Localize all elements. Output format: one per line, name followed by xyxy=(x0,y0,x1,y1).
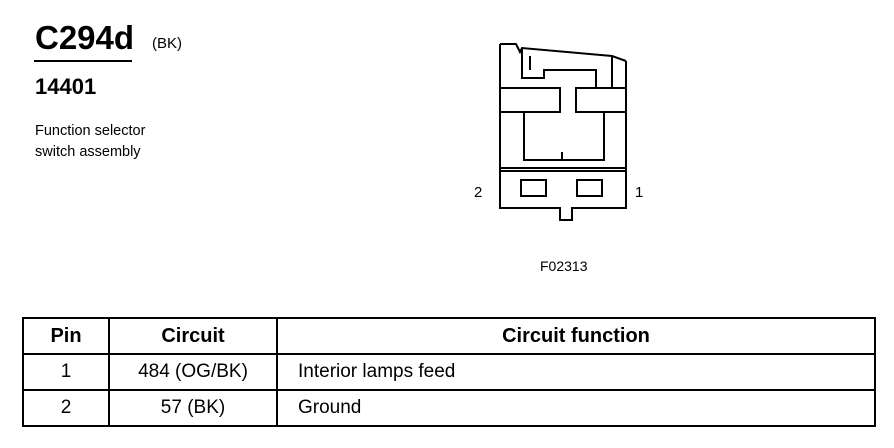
cell-circuit: 484 (OG/BK) xyxy=(108,353,278,391)
header-pin: Pin xyxy=(22,317,110,355)
cell-pin: 2 xyxy=(22,389,110,427)
upper-divider xyxy=(500,87,561,113)
title-underline xyxy=(34,60,132,62)
cell-circuit: 57 (BK) xyxy=(108,389,278,427)
table-row: 2 57 (BK) Ground xyxy=(22,389,876,427)
figure-id: F02313 xyxy=(540,258,588,274)
pin-label-2: 2 xyxy=(474,184,483,201)
locking-tab xyxy=(500,43,627,62)
header-circuit: Circuit xyxy=(108,317,278,355)
part-number: 14401 xyxy=(35,74,97,99)
terminal-cavity-1 xyxy=(576,179,603,197)
color-code-label: (BK) xyxy=(152,35,182,52)
cell-pin: 1 xyxy=(22,353,110,391)
connector-body-outline xyxy=(499,44,627,221)
upper-divider-right xyxy=(575,87,626,113)
connector-face-diagram xyxy=(499,43,627,221)
description-line-1: Function selector xyxy=(35,123,146,139)
cell-circuit-function: Interior lamps feed xyxy=(276,353,876,391)
table-row: 1 484 (OG/BK) Interior lamps feed xyxy=(22,353,876,391)
inner-cavity xyxy=(523,112,605,161)
terminal-cavity-2 xyxy=(520,179,547,197)
cell-circuit-function: Ground xyxy=(276,389,876,427)
table-header-row: Pin Circuit Circuit function xyxy=(22,317,876,355)
component-description: Function selector switch assembly xyxy=(35,121,195,163)
connector-id-title: C294d xyxy=(35,19,135,56)
pin-label-1: 1 xyxy=(635,184,644,201)
header-circuit-function: Circuit function xyxy=(276,317,876,355)
description-line-2: switch assembly xyxy=(35,144,141,160)
pinout-table: Pin Circuit Circuit function 1 484 (OG/B… xyxy=(22,317,876,427)
